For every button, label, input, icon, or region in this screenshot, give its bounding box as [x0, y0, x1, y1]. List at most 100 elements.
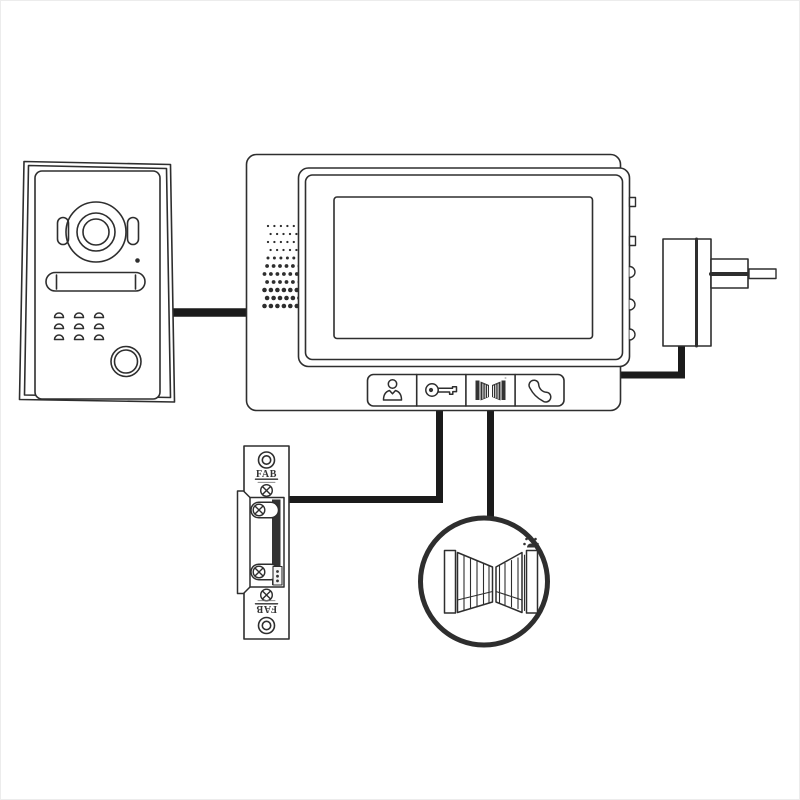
gate-open-button — [475, 377, 507, 401]
speaker-dot — [266, 224, 270, 228]
key-icon — [425, 383, 458, 397]
speaker-dot — [284, 295, 289, 301]
strike-bar — [272, 499, 281, 585]
speaker-dot — [273, 224, 276, 228]
unlock-button — [425, 383, 458, 397]
call-button — [110, 345, 142, 378]
status-led — [135, 258, 140, 263]
flasher-icon — [523, 535, 539, 548]
speaker-dot — [292, 224, 295, 228]
side-knob — [628, 298, 636, 311]
speaker-dot — [286, 224, 289, 228]
speaker-dot — [290, 295, 296, 301]
speaker-dot — [262, 272, 267, 276]
outdoor-door-station — [18, 160, 176, 403]
speaker-dot — [291, 280, 295, 284]
speaker-dot — [282, 272, 286, 276]
station-speaker-holes — [53, 312, 105, 341]
strike-mechanism — [236, 490, 285, 595]
speaker-dot — [279, 240, 283, 244]
side-knob — [628, 265, 636, 279]
speaker-dot — [275, 248, 279, 252]
speaker-dot — [271, 295, 276, 301]
swing-gate-icon — [443, 549, 539, 614]
speaker-dot — [269, 248, 272, 252]
camera-lens-icon — [65, 201, 127, 263]
speaker-dot — [273, 240, 276, 244]
strike-brand-bottom: FAB — [254, 600, 279, 614]
speaker-dot — [271, 280, 276, 284]
speaker-dot — [284, 264, 289, 268]
screw-latch-bottom — [252, 565, 266, 579]
speaker-dot — [279, 256, 283, 260]
wires — [168, 308, 685, 521]
power-adapter — [662, 237, 777, 348]
wire-adapter-to-monitor — [621, 344, 685, 379]
side-switch — [628, 196, 637, 208]
speaker-dot — [275, 232, 279, 236]
ir-slot-right — [126, 216, 140, 246]
speaker-dot — [292, 256, 296, 260]
gate-post-right — [525, 549, 539, 614]
speaker-dot — [292, 240, 295, 244]
speaker-dot — [282, 232, 285, 236]
indoor-monitor — [245, 153, 637, 412]
speaker-dot — [275, 287, 280, 293]
speaker-dot — [268, 303, 274, 309]
speaker-dot — [264, 295, 270, 301]
connector-block — [272, 565, 283, 586]
strike-brand-top-label: FAB — [256, 469, 277, 480]
speaker-dot — [271, 264, 276, 268]
speaker-dot — [275, 272, 280, 276]
speaker-dot — [268, 287, 274, 293]
speaker-dot — [288, 272, 293, 276]
screw-latch-top — [252, 503, 266, 517]
speaker-dot — [269, 272, 273, 276]
side-knob — [628, 328, 636, 341]
adapter-body — [662, 238, 712, 347]
speaker-dot — [266, 240, 270, 244]
gate-leaf-slats — [456, 554, 526, 612]
speaker-dot — [286, 240, 289, 244]
strike-hole-bottom — [257, 616, 276, 635]
speaker-dot — [266, 256, 270, 260]
speaker-dot — [281, 287, 287, 293]
speaker-dot — [279, 224, 283, 228]
speaker-dot — [262, 287, 267, 293]
monitor-button-bar — [366, 373, 565, 407]
speaker-dot — [288, 303, 293, 309]
electric-door-strike: FAB — [236, 445, 290, 640]
speaker-dot — [284, 280, 289, 284]
speaker-dot — [278, 280, 282, 284]
speaker-dot — [285, 256, 289, 260]
speaker-dot — [265, 264, 269, 268]
gate-symbol — [418, 515, 550, 648]
gate-post-left — [443, 549, 457, 614]
speaker-dot — [295, 232, 298, 236]
talk-button — [528, 379, 552, 403]
speaker-dot — [288, 248, 292, 252]
gate-icon-slats — [482, 383, 499, 399]
ir-slot-left — [56, 216, 70, 246]
strike-hole-top — [257, 451, 276, 469]
screen — [333, 196, 594, 340]
screen-bezel-inner — [304, 174, 624, 361]
speaker-dot — [288, 232, 292, 236]
speaker-dot — [275, 303, 280, 309]
speaker-dot — [295, 248, 298, 252]
speaker-dot — [269, 232, 272, 236]
plug-pin — [748, 268, 777, 280]
speaker-dot — [282, 248, 285, 252]
nameplate-window — [45, 271, 146, 292]
side-knobs — [628, 196, 637, 341]
phone-icon — [528, 379, 552, 403]
speaker-dot — [277, 295, 283, 301]
speaker-dot — [288, 287, 293, 293]
strike-brand-top: FAB — [254, 469, 279, 483]
speaker-dot — [281, 303, 287, 309]
person-icon — [382, 379, 403, 401]
speaker-dot — [278, 264, 282, 268]
speaker-dot — [265, 280, 269, 284]
